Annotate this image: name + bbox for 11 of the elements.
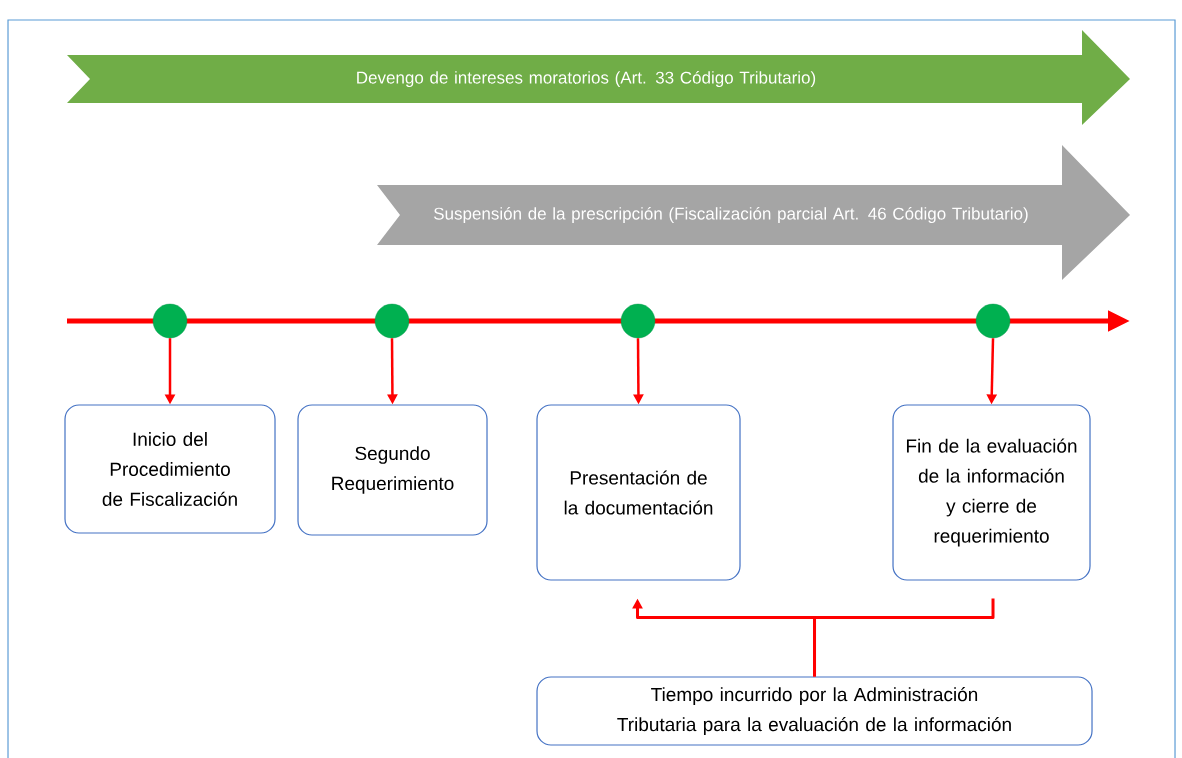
event-box: Tiempo incurrido por la Administración Tributaria para la evaluación de la información: [536, 676, 1093, 746]
arrow-band: Devengo de intereses moratorios (Art. 33 Código Tributario): [67, 30, 1130, 125]
milestone-dot: [374, 303, 410, 339]
event-box: Inicio del Procedimiento de Fiscalización: [64, 404, 276, 534]
event-box: Segundo Requerimiento: [297, 404, 488, 536]
event-box: Presentación de la documentación: [536, 404, 741, 581]
event-box: Fin de la evaluación de la información y cierre de requerimiento: [892, 404, 1091, 581]
arrow-band: Suspensión de la prescripción (Fiscalización parcial Art. 46 Código Tributario): [377, 145, 1130, 280]
milestone-dot: [975, 303, 1011, 339]
milestone-dot: [620, 303, 656, 339]
milestone-dot: [152, 303, 188, 339]
